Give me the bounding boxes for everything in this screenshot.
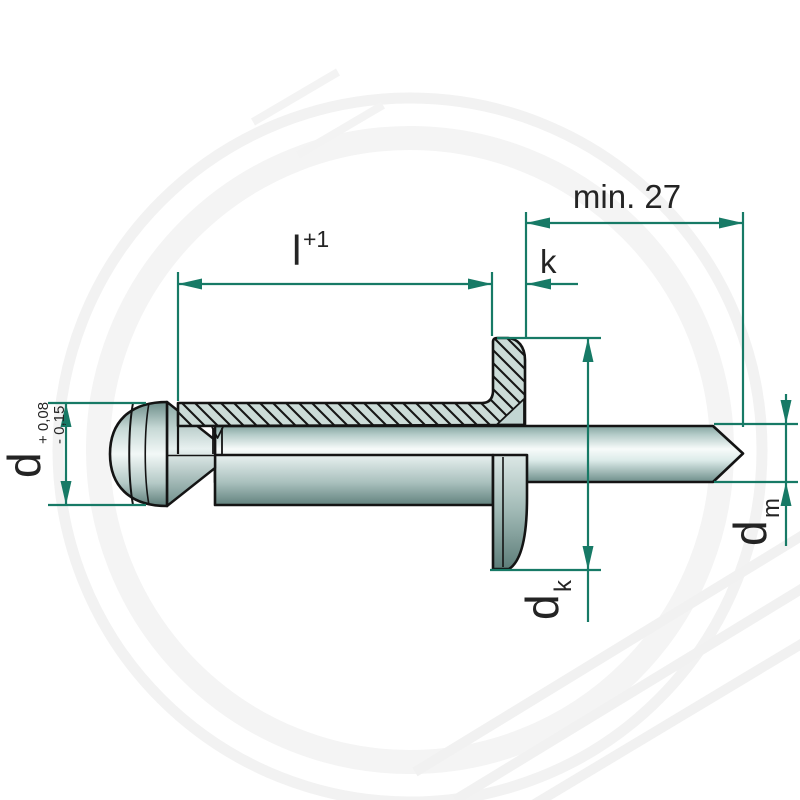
- label-mandrel-diameter-group: d m: [724, 498, 785, 546]
- label-body-length-tolerance: +1: [303, 226, 329, 252]
- label-mandrel-diameter-sub: m: [758, 498, 785, 518]
- watermark-dashes: [250, 68, 386, 159]
- label-mandrel-min-length: min. 27: [573, 178, 681, 215]
- arrow-down-icon: [780, 400, 792, 424]
- label-body-diameter-tol-plus: + 0,08: [35, 402, 52, 444]
- flange-lower-half: [491, 453, 529, 571]
- watermark-stripes: [412, 531, 800, 800]
- dimension-head-diameter: [490, 336, 601, 622]
- watermark-ring-outer: [52, 92, 768, 800]
- mandrel-break-notch-groove: [211, 426, 224, 439]
- dimension-min-length: [524, 212, 745, 427]
- arrow-down-icon: [582, 546, 594, 570]
- arrow-right-icon: [719, 217, 743, 229]
- label-head-diameter-group: d k: [516, 579, 577, 620]
- mandrel-head-dome: [108, 400, 169, 508]
- dome-crown-line-2: [144, 402, 150, 506]
- sleeve-and-flange-section: [176, 336, 527, 428]
- underhead-cone-facet: [496, 398, 525, 426]
- arrow-down-icon: [60, 481, 72, 505]
- arrow-left-icon: [527, 278, 551, 290]
- label-head-diameter-sub: k: [550, 579, 577, 592]
- label-body-diameter-group: d + 0,08 - 0,15: [0, 402, 68, 478]
- dimension-body-length: [176, 272, 494, 401]
- arrow-up-icon: [60, 403, 72, 427]
- arrow-up-icon: [582, 338, 594, 362]
- label-body-diameter: d: [0, 452, 50, 478]
- sleeve-lower-half: [213, 453, 495, 507]
- arrow-left-icon: [526, 217, 550, 229]
- label-head-height: k: [540, 243, 557, 280]
- mandrel-break-notch-lines: [212, 428, 223, 454]
- arrow-up-icon: [780, 482, 792, 506]
- dimension-labels: min. 27 l +1 k d + 0,08 - 0,15 d k d m: [0, 178, 785, 620]
- label-body-diameter-tol-minus: - 0,15: [51, 406, 68, 444]
- dome-crown-line-1: [128, 402, 134, 506]
- dimension-arrowheads: [60, 217, 792, 570]
- label-mandrel-diameter: d: [724, 520, 776, 546]
- arrow-right-icon: [468, 278, 492, 290]
- arrow-left-icon: [178, 278, 202, 290]
- dimension-lines: [48, 212, 798, 622]
- rivet-body: [108, 336, 745, 571]
- label-head-diameter: d: [516, 594, 568, 620]
- label-body-length: l: [292, 227, 301, 274]
